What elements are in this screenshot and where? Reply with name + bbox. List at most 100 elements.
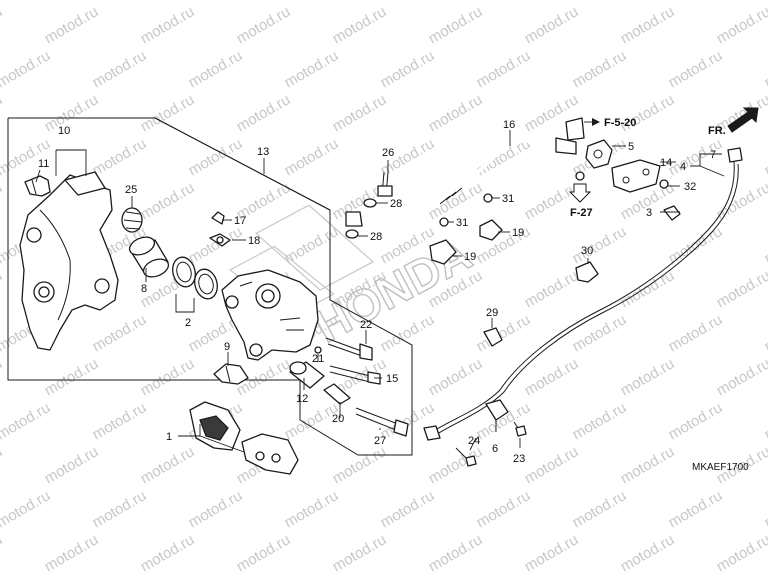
watermark-text: motod.ru xyxy=(570,47,630,91)
watermark-text: motod.ru xyxy=(762,47,768,91)
watermark-text: motod.ru xyxy=(426,531,486,575)
watermark-text: motod.ru xyxy=(42,443,102,487)
watermark-text: motod.ru xyxy=(90,311,150,355)
callout-4: 4 xyxy=(680,161,686,173)
watermark-text: motod.ru xyxy=(474,47,534,91)
clamp-screw-25 xyxy=(455,447,477,467)
front-label: FR. xyxy=(708,125,726,137)
bleeder-screw xyxy=(209,233,231,247)
ref-f27: F-27 xyxy=(570,207,593,219)
callout-labels: 10 11 25 8 2 13 17 18 9 1 12 20 21 22 15… xyxy=(38,119,716,465)
diagram-code: MKAEF1700 xyxy=(692,462,749,473)
callout-30: 30 xyxy=(581,245,593,257)
watermark-text: motod.ru xyxy=(234,531,294,575)
watermark-text: motod.ru xyxy=(234,3,294,47)
abs-sensor-cable xyxy=(423,147,743,441)
watermark-text: motod.ru xyxy=(282,47,342,91)
watermark-text: motod.ru xyxy=(186,0,246,3)
callout-10: 10 xyxy=(58,125,70,137)
watermark-text: motod.ru xyxy=(330,91,390,135)
sensor-stay xyxy=(611,159,661,193)
callout-6: 6 xyxy=(492,443,498,455)
watermark-text: motod.ru xyxy=(522,443,582,487)
watermark-text: motod.ru xyxy=(282,487,342,531)
watermark-text: motod.ru xyxy=(522,3,582,47)
watermark-text: motod.ru xyxy=(570,223,630,267)
clamp-bolts xyxy=(439,193,493,227)
ref-f520: F-5-20 xyxy=(604,117,636,129)
watermark-text: motod.ru xyxy=(570,311,630,355)
watermark-text: motod.ru xyxy=(426,3,486,47)
watermark-text: motod.ru xyxy=(762,223,768,267)
watermark-text: motod.ru xyxy=(186,487,246,531)
piston xyxy=(128,236,170,278)
piston-seals xyxy=(172,256,218,300)
watermark-text: motod.ru xyxy=(90,487,150,531)
callout-22: 22 xyxy=(360,319,372,331)
banjo-bolt xyxy=(377,171,393,197)
callout-8: 8 xyxy=(141,283,147,295)
watermark-text: motod.ru xyxy=(42,355,102,399)
callout-20: 20 xyxy=(332,413,344,425)
callout-28b: 28 xyxy=(370,231,382,243)
callout-15: 15 xyxy=(386,373,398,385)
watermark-text: motod.ru xyxy=(618,355,678,399)
callout-11: 11 xyxy=(38,158,49,170)
front-direction-arrow: FR. xyxy=(708,107,759,137)
watermark-text: motod.ru xyxy=(426,355,486,399)
watermark-text: motod.ru xyxy=(474,311,534,355)
callout-27: 27 xyxy=(374,435,386,447)
watermark-text: motod.ru xyxy=(330,531,390,575)
watermark-text: motod.ru xyxy=(42,3,102,47)
watermark-text: motod.ru xyxy=(426,91,486,135)
watermark-text: motod.ru xyxy=(618,3,678,47)
watermark-text: motod.ru xyxy=(282,0,342,3)
callout-16: 16 xyxy=(503,119,515,131)
callout-19a: 19 xyxy=(512,227,524,239)
callout-25: 24 xyxy=(468,435,480,447)
slide-pin-boot xyxy=(289,361,325,389)
watermark-text: motod.ru xyxy=(0,47,53,91)
watermark-text: motod.ru xyxy=(90,0,150,3)
watermark-text: motod.ru xyxy=(714,267,768,311)
callout-32: 32 xyxy=(684,181,696,193)
watermark-text: motod.ru xyxy=(0,355,5,399)
reference-f27: F-27 xyxy=(568,183,593,219)
watermark-text: motod.ru xyxy=(0,3,5,47)
callout-23: 25 xyxy=(125,184,137,196)
caliper-body xyxy=(221,269,319,361)
callout-29: 29 xyxy=(486,307,498,319)
caliper-pin xyxy=(325,337,373,361)
callout-9: 9 xyxy=(224,341,230,353)
watermark-text: motod.ru xyxy=(138,179,198,223)
callout-2: 2 xyxy=(185,317,191,329)
callout-7: 7 xyxy=(710,149,716,161)
watermark-text: motod.ru xyxy=(330,3,390,47)
callout-13: 13 xyxy=(257,146,269,158)
watermark-text: motod.ru xyxy=(714,355,768,399)
callout-31b: 31 xyxy=(456,217,468,229)
hose-stay xyxy=(585,139,613,169)
pad-spring-clip xyxy=(24,175,51,197)
watermark-text: motod.ru xyxy=(618,267,678,311)
ref-bolt xyxy=(575,171,585,181)
watermark-text: motod.ru xyxy=(138,91,198,135)
brake-hose xyxy=(345,117,585,227)
watermark-text: motod.ru xyxy=(90,47,150,91)
watermark-text: motod.ru xyxy=(762,0,768,3)
watermark-text: motod.ru xyxy=(474,487,534,531)
watermark-text: motod.ru xyxy=(186,47,246,91)
watermark-text: motod.ru xyxy=(282,223,342,267)
watermark-text: motod.ru xyxy=(0,443,5,487)
callout-14: 14 xyxy=(660,157,672,169)
watermark-text: motod.ru xyxy=(90,399,150,443)
watermark-text: motod.ru xyxy=(666,0,726,3)
watermark-text: motod.ru xyxy=(186,223,246,267)
watermark-text: motod.ru xyxy=(666,47,726,91)
callout-1: 1 xyxy=(166,431,172,443)
watermark-text: motod.ru xyxy=(714,179,768,223)
sealing-washers xyxy=(345,198,377,239)
watermark-text: motod.ru xyxy=(522,531,582,575)
clamp-screw-24 xyxy=(513,421,527,437)
grommet-upper xyxy=(663,205,681,221)
